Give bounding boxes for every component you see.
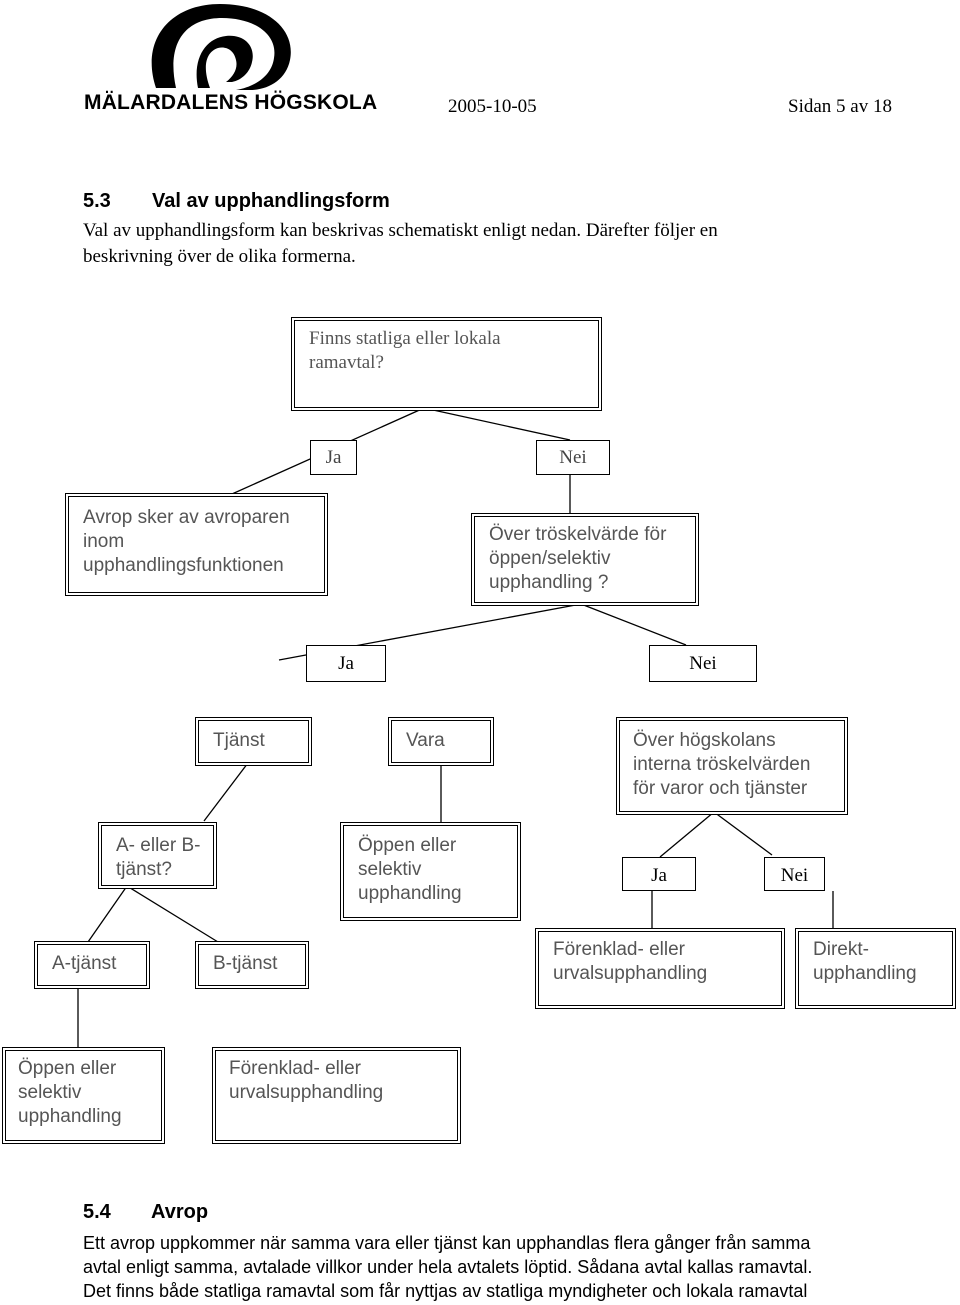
box-line: interna tröskelvärden xyxy=(633,754,811,775)
direktupphandling-box: Direkt- upphandling xyxy=(798,931,953,1006)
intro-line: beskrivning över de olika formerna. xyxy=(83,246,356,267)
section-5-3-number: 5.3 xyxy=(83,190,111,212)
box-line: selektiv xyxy=(358,859,422,880)
box-line: för varor och tjänster xyxy=(633,778,808,799)
answer-nei-2: Nei xyxy=(649,645,757,682)
box-line: Förenklad- eller xyxy=(229,1058,361,1079)
forenklad-urval-box-1: Förenklad- eller urvalsupphandling xyxy=(538,931,782,1006)
section-5-4-paragraph: Ett avrop uppkommer när samma vara eller… xyxy=(83,1231,953,1303)
section-5-4-title: Avrop xyxy=(151,1201,209,1223)
box-line: Förenklad- eller xyxy=(553,939,685,960)
box-line: Över tröskelvärde för xyxy=(489,524,667,545)
university-logo-icon xyxy=(151,4,291,90)
b-tjanst-box: B-tjänst xyxy=(198,944,306,986)
section-5-4-number: 5.4 xyxy=(83,1201,111,1223)
question-ramavtal-box: Finns statliga eller lokala ramavtal? xyxy=(294,320,599,408)
header-page-number: Sidan 5 av 18 xyxy=(788,96,892,117)
box-line: Finns statliga eller lokala xyxy=(309,328,501,349)
question-a-b-tjanst-box: A- eller B- tjänst? xyxy=(101,825,214,886)
box-line: Öppen eller xyxy=(358,835,457,856)
avrop-box: Avrop sker av avroparen inom upphandling… xyxy=(68,496,325,593)
box-line: upphandling xyxy=(813,963,917,984)
question-hogskola-box: Över högskolans interna tröskelvärden fö… xyxy=(619,720,845,812)
a-tjanst-box: A-tjänst xyxy=(37,944,147,986)
header-date: 2005-10-05 xyxy=(448,96,537,117)
answer-nei-3: Nei xyxy=(764,857,825,891)
box-line: Vara xyxy=(406,730,445,751)
box-line: upphandling xyxy=(358,883,462,904)
forenklad-urval-box-2: Förenklad- eller urvalsupphandling xyxy=(215,1050,458,1141)
paragraph-line: Det finns både statliga ramavtal som får… xyxy=(83,1281,808,1301)
box-line: upphandling xyxy=(18,1106,122,1127)
box-line: inom xyxy=(83,531,125,552)
section-5-3-intro: Val av upphandlingsform kan beskrivas sc… xyxy=(83,218,933,270)
answer-nei-1: Nei xyxy=(536,440,610,475)
box-line: öppen/selektiv xyxy=(489,548,611,569)
vara-box: Vara xyxy=(391,720,491,763)
section-5-3-title: Val av upphandlingsform xyxy=(152,190,390,212)
paragraph-line: avtal enligt samma, avtalade villkor und… xyxy=(83,1257,813,1277)
tjanst-box: Tjänst xyxy=(198,720,309,763)
oppen-selektiv-box-2: Öppen eller selektiv upphandling xyxy=(5,1050,162,1141)
paragraph-line: Ett avrop uppkommer när samma vara eller… xyxy=(83,1233,811,1253)
box-line: urvalsupphandling xyxy=(229,1082,384,1103)
answer-ja-2: Ja xyxy=(306,645,386,682)
box-line: A-tjänst xyxy=(52,953,117,974)
box-line: upphandling ? xyxy=(489,572,609,593)
intro-line: Val av upphandlingsform kan beskrivas sc… xyxy=(83,220,718,241)
box-line: urvalsupphandling xyxy=(553,963,708,984)
oppen-selektiv-box-1: Öppen eller selektiv upphandling xyxy=(343,825,518,918)
box-line: tjänst? xyxy=(116,859,172,880)
box-line: selektiv xyxy=(18,1082,82,1103)
box-line: Över högskolans xyxy=(633,730,776,751)
box-line: A- eller B- xyxy=(116,835,201,856)
box-line: Avrop sker av avroparen xyxy=(83,507,290,528)
box-line: Direkt- xyxy=(813,939,869,960)
box-line: ramavtal? xyxy=(309,352,384,373)
box-line: Tjänst xyxy=(213,730,265,751)
question-troskelvarde-box: Över tröskelvärde för öppen/selektiv upp… xyxy=(474,516,696,603)
answer-ja-3: Ja xyxy=(622,857,696,891)
university-name: MÄLARDALENS HÖGSKOLA xyxy=(84,91,378,114)
box-line: upphandlingsfunktionen xyxy=(83,555,284,576)
answer-ja-1: Ja xyxy=(310,440,357,475)
box-line: Öppen eller xyxy=(18,1058,117,1079)
box-line: B-tjänst xyxy=(213,953,278,974)
